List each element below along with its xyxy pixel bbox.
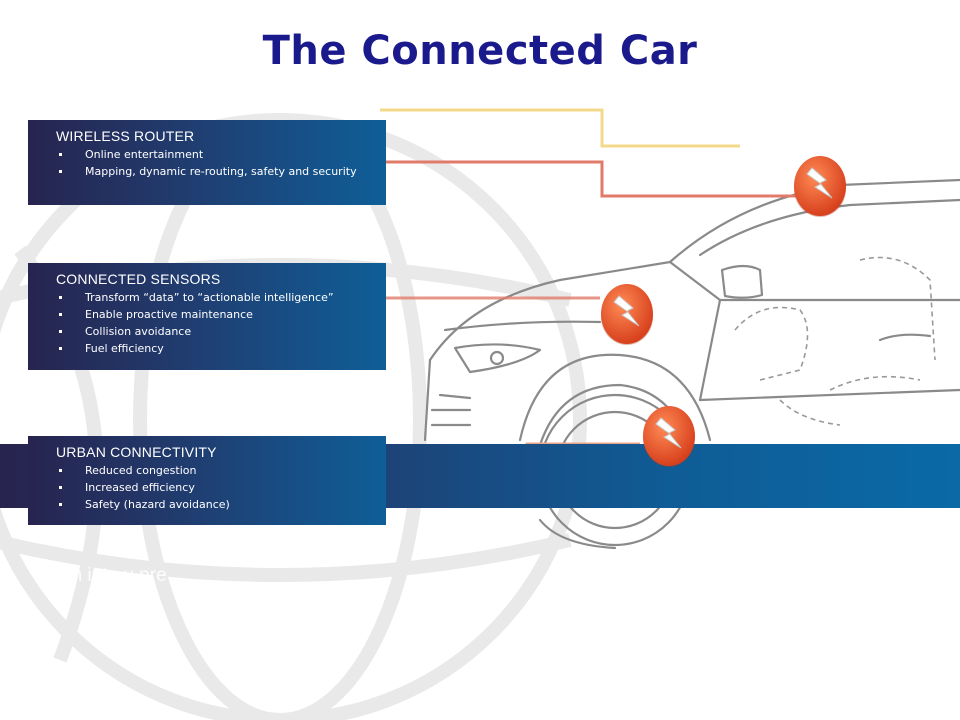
list-item: Transform “data” to “actionable intellig…: [56, 292, 374, 303]
panel-urban-connectivity: URBAN CONNECTIVITY Reduced congestion In…: [28, 436, 386, 525]
list-item: Safety (hazard avoidance): [56, 499, 374, 510]
page-title: The Connected Car: [262, 28, 698, 74]
panel-wireless-router: WIRELESS ROUTER Online entertainment Map…: [28, 120, 386, 205]
lightning-badge-icon: [794, 156, 846, 217]
list-item: Collision avoidance: [56, 326, 374, 337]
list-item: Enable proactive maintenance: [56, 309, 374, 320]
panel-heading: WIRELESS ROUTER: [56, 128, 195, 144]
list-item: Reduced congestion: [56, 465, 374, 476]
list-item: Mapping, dynamic re-routing, safety and …: [56, 166, 374, 177]
list-item: Online entertainment: [56, 149, 374, 160]
lightning-badge-icon: [601, 284, 653, 345]
panel-heading: URBAN CONNECTIVITY: [56, 444, 217, 460]
list-item: Fuel efficiency: [56, 343, 374, 354]
list-item: Increased efficiency: [56, 482, 374, 493]
ghost-caption: ction inte u pre: [42, 565, 167, 586]
panel-connected-sensors: CONNECTED SENSORS Transform “data” to “a…: [28, 263, 386, 370]
panel-heading: CONNECTED SENSORS: [56, 271, 221, 287]
lightning-badge-icon: [643, 406, 695, 467]
